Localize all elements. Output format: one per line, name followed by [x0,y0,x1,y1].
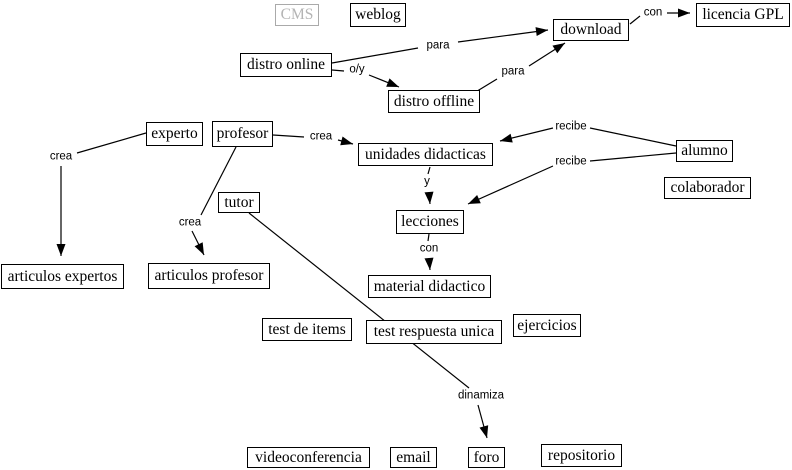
edge-label-dinamiza: dinamiza [455,389,507,403]
edge-profesor-crea-unidades-didacticas [272,134,354,146]
edge-label-para-2: para [499,65,527,79]
node-articulos-profesor: articulos profesor [148,263,270,289]
edge-tutor-dinamiza-foro [248,212,489,439]
node-distro-online: distro online [240,53,332,77]
node-colaborador: colaborador [664,177,751,199]
edge-label-para-1: para [424,39,452,53]
edge-unidades-didacticas-y-lecciones [424,166,434,205]
edge-label-recibe-1: recibe [553,120,589,134]
node-repositorio: repositorio [541,444,622,467]
node-videoconferencia: videoconferencia [247,447,370,468]
edge-label-crea-2: crea [307,130,335,144]
edge-distro-online-para-download [331,27,549,64]
edge-label-crea-1: crea [47,150,75,164]
node-ejercicios: ejercicios [513,314,581,337]
node-profesor: profesor [212,121,273,147]
node-test-de-items: test de items [262,318,352,341]
node-lecciones: lecciones [396,210,464,234]
node-licencia-gpl: licencia GPL [696,3,790,27]
edge-download-con-licencia-gpl [629,8,690,25]
node-distro-offline: distro offline [388,90,480,113]
edge-experto-crea-articulos-expertos [56,132,147,256]
edge-alumno-recibe-lecciones [467,152,677,205]
edge-label-crea-3: crea [176,216,204,230]
edge-profesor-crea-articulos-profesor [191,146,237,256]
node-alumno: alumno [676,140,733,162]
edge-label-con-1: con [641,6,665,20]
node-tutor: tutor [218,192,260,213]
node-experto: experto [146,122,203,146]
edge-label-oy: o/y [347,63,367,77]
node-test-respuesta-unica: test respuesta unica [366,320,502,344]
edge-label-y-1: y [422,175,432,189]
node-weblog: weblog [350,3,406,27]
edge-label-con-2: con [417,242,441,256]
edge-distro-online-oy-distro-offline [331,69,400,88]
node-material-didactico: material didactico [368,275,491,298]
edge-lecciones-con-material-didactico [424,233,434,271]
node-foro: foro [468,447,505,468]
node-unidades-didacticas: unidades didacticas [358,143,493,166]
edge-alumno-recibe-unidades-didacticas [499,127,677,147]
edge-label-recibe-2: recibe [553,155,589,169]
node-download: download [553,19,629,41]
node-cms: CMS [275,4,319,26]
node-email: email [390,447,437,468]
node-articulos-expertos: articulos expertos [1,264,124,289]
